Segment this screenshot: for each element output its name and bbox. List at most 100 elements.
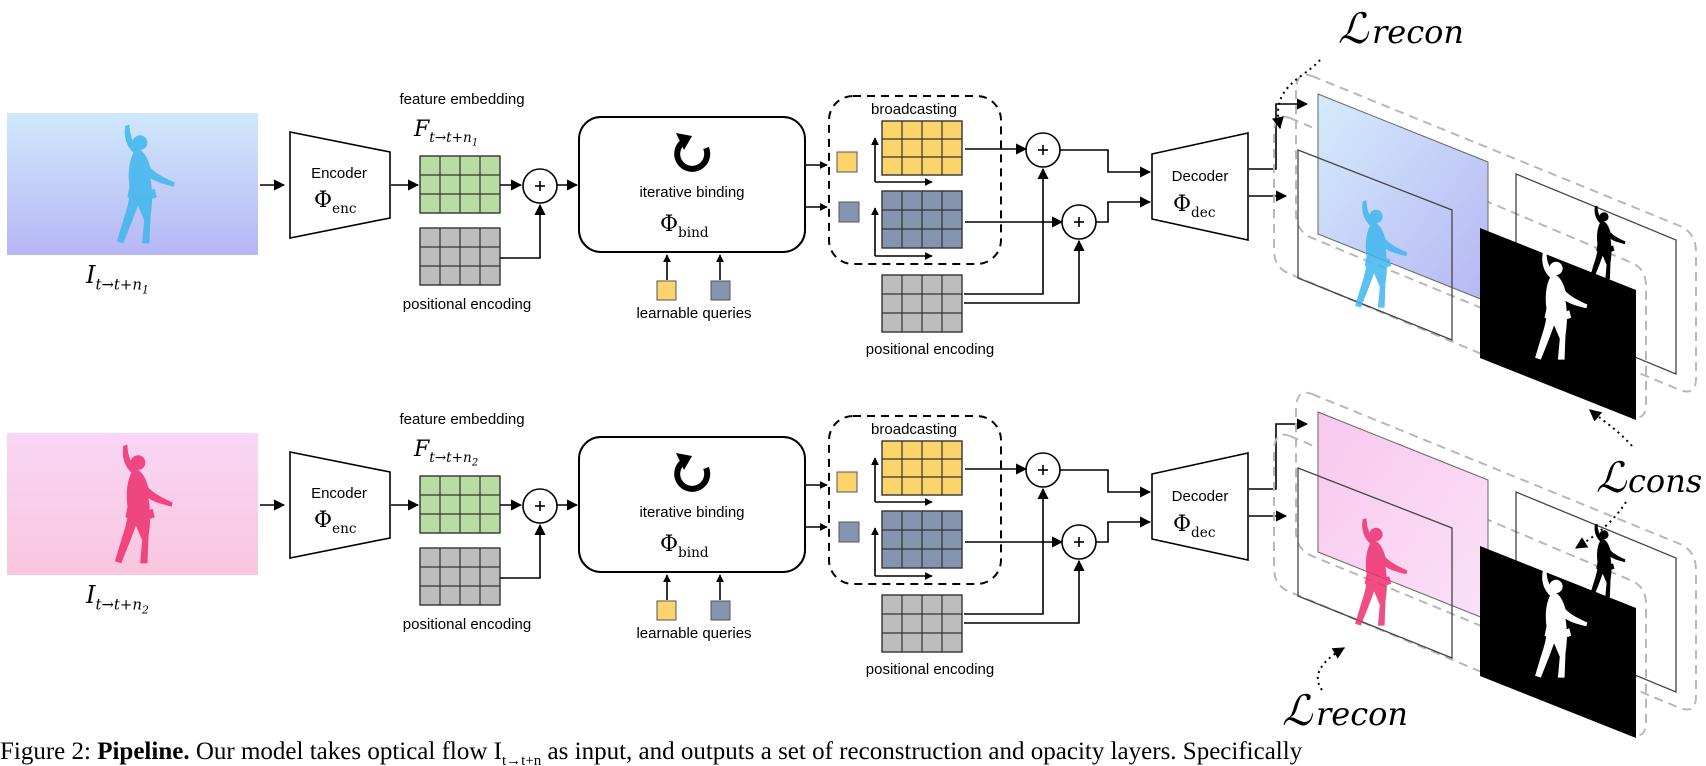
loss-recon-symbol: ℒ bbox=[1338, 4, 1369, 53]
output-stack-1 bbox=[1273, 73, 1697, 420]
feature-grid bbox=[419, 475, 501, 534]
encoder-label: Encoder bbox=[311, 165, 367, 182]
loss-recon-top: ℒ recon bbox=[1271, 4, 1464, 130]
learnable-query-yellow bbox=[656, 600, 677, 621]
binding-symbol: Φbind bbox=[660, 532, 709, 561]
decoder-label: Decoder bbox=[1172, 168, 1229, 185]
positional-encoding-label-2: positional encoding bbox=[866, 661, 994, 678]
arrow-decoder-output-1 bbox=[1249, 98, 1309, 170]
reconstruction-layer-back bbox=[1317, 411, 1489, 621]
arrow-plus3-decoder bbox=[1096, 196, 1152, 223]
positional-encoding-label: positional encoding bbox=[403, 296, 531, 313]
broadcasting-block: broadcasting bbox=[828, 95, 1002, 265]
learnable-queries-label: learnable queries bbox=[636, 305, 751, 322]
learnable-query-yellow bbox=[656, 280, 677, 301]
plus-node-3 bbox=[1061, 524, 1097, 560]
slot-yellow bbox=[836, 471, 858, 493]
arrow-pos-plus-2 bbox=[964, 167, 1049, 295]
slot-blue bbox=[838, 201, 860, 223]
broadcast-grid-blue bbox=[881, 190, 963, 249]
output-stack-2 bbox=[1273, 391, 1697, 738]
learnable-query-blue bbox=[710, 600, 731, 621]
arrow-plus2-decoder bbox=[1060, 149, 1152, 178]
loss-cons-symbol: ℒ bbox=[1596, 453, 1627, 502]
broadcast-grid-yellow bbox=[881, 440, 963, 496]
positional-encoding-label-2: positional encoding bbox=[866, 341, 994, 358]
decoder-symbol: Φdec bbox=[1173, 192, 1215, 221]
arrow-pos-plus-3 bbox=[964, 239, 1085, 304]
arrow-pos-plus bbox=[500, 523, 546, 579]
caption-title: Pipeline. bbox=[97, 738, 190, 765]
encoder-symbol: Φenc bbox=[314, 188, 357, 217]
input-flow-image bbox=[7, 113, 258, 255]
broadcasting-block: broadcasting bbox=[828, 415, 1002, 585]
plus-node-1 bbox=[522, 488, 558, 524]
decoder-label: Decoder bbox=[1172, 488, 1229, 505]
reconstruction-layer-front bbox=[1297, 149, 1453, 341]
caption-text: Our model takes optical flow I bbox=[189, 738, 502, 765]
feature-embedding-label: feature embedding bbox=[399, 91, 524, 108]
slot-blue bbox=[838, 521, 860, 543]
refresh-icon bbox=[674, 133, 711, 172]
feature-grid bbox=[419, 155, 501, 214]
encoder-label: Encoder bbox=[311, 485, 367, 502]
figure-caption: Figure 2: Pipeline. Our model takes opti… bbox=[0, 738, 1706, 766]
feature-symbol: Ft→t+n1 bbox=[413, 117, 478, 149]
loss-recon-bottom-pointer bbox=[1316, 647, 1346, 691]
arrow-pos-plus bbox=[500, 203, 546, 259]
arrow-plus2-decoder bbox=[1060, 469, 1152, 498]
encoder-symbol: Φenc bbox=[314, 508, 357, 537]
refresh-icon bbox=[674, 453, 711, 492]
binding-label: iterative binding bbox=[639, 184, 744, 201]
input-flow-image bbox=[7, 433, 258, 575]
plus-node-1 bbox=[522, 168, 558, 204]
caption-rest: as input, and outputs a set of reconstru… bbox=[541, 738, 1303, 765]
arrow-decoder-output-1 bbox=[1249, 418, 1309, 490]
feature-symbol: Ft→t+n2 bbox=[413, 437, 478, 469]
reconstruction-layer-back bbox=[1317, 93, 1489, 303]
positional-grid-1 bbox=[419, 227, 501, 286]
positional-grid-1 bbox=[419, 547, 501, 606]
broadcast-grid-blue bbox=[881, 510, 963, 569]
decoder-symbol: Φdec bbox=[1173, 512, 1215, 541]
learnable-query-blue bbox=[710, 280, 731, 301]
loss-recon-bottom-symbol: ℒ bbox=[1282, 686, 1313, 735]
plus-node-3 bbox=[1061, 204, 1097, 240]
broadcasting-label: broadcasting bbox=[871, 421, 957, 438]
input-flow-label: It→t+n2 bbox=[85, 581, 149, 617]
loss-cons: ℒ cons bbox=[1574, 409, 1702, 549]
arrow-plus3-decoder bbox=[1096, 516, 1152, 543]
plus-node-2 bbox=[1025, 132, 1061, 168]
learnable-queries-label: learnable queries bbox=[636, 625, 751, 642]
loss-recon-subscript: recon bbox=[1372, 13, 1464, 51]
binding-symbol: Φbind bbox=[660, 212, 709, 241]
plus-node-2 bbox=[1025, 452, 1061, 488]
loss-cons-subscript: cons bbox=[1628, 462, 1702, 500]
binding-label: iterative binding bbox=[639, 504, 744, 521]
slot-yellow bbox=[836, 151, 858, 173]
loss-recon-bottom-subscript: recon bbox=[1316, 695, 1408, 733]
positional-encoding-label: positional encoding bbox=[403, 616, 531, 633]
input-flow-label: It→t+n1 bbox=[85, 261, 149, 297]
arrow-pos-plus-2 bbox=[964, 487, 1049, 615]
loss-cons-pointer-bottom bbox=[1574, 501, 1627, 549]
broadcasting-label: broadcasting bbox=[871, 101, 957, 118]
caption-subscript: t→t+n bbox=[502, 753, 542, 766]
feature-embedding-label: feature embedding bbox=[399, 411, 524, 428]
caption-prefix: Figure 2: bbox=[0, 738, 98, 765]
broadcast-grid-yellow bbox=[881, 120, 963, 176]
positional-grid-2 bbox=[881, 274, 963, 333]
loss-recon-top-pointer bbox=[1271, 59, 1321, 130]
arrow-pos-plus-3 bbox=[964, 559, 1085, 624]
reconstruction-layer-front bbox=[1297, 467, 1453, 659]
loss-recon-bottom: ℒ recon bbox=[1282, 647, 1408, 735]
